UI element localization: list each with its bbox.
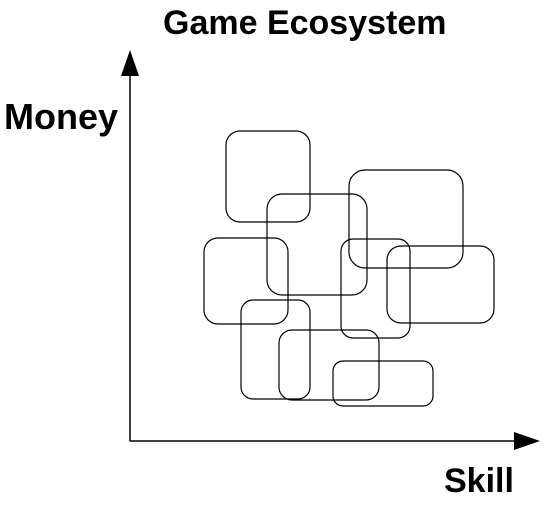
x-axis-arrowhead bbox=[514, 432, 540, 450]
ecosystem-box-7 bbox=[240, 299, 311, 400]
x-axis-label: Skill bbox=[444, 462, 514, 500]
y-axis-arrowhead bbox=[121, 50, 139, 76]
ecosystem-box-6 bbox=[386, 245, 495, 324]
ecosystem-box-4 bbox=[203, 237, 289, 325]
ecosystem-box-2 bbox=[266, 193, 368, 296]
ecosystem-box-8 bbox=[278, 329, 380, 401]
ecosystem-box-3 bbox=[348, 169, 464, 269]
ecosystem-box-5 bbox=[340, 238, 411, 339]
ecosystem-box-1 bbox=[225, 130, 311, 223]
diagram-title: Game Ecosystem bbox=[163, 4, 447, 42]
y-axis-label: Money bbox=[4, 96, 119, 137]
ecosystem-box-9 bbox=[332, 360, 434, 407]
